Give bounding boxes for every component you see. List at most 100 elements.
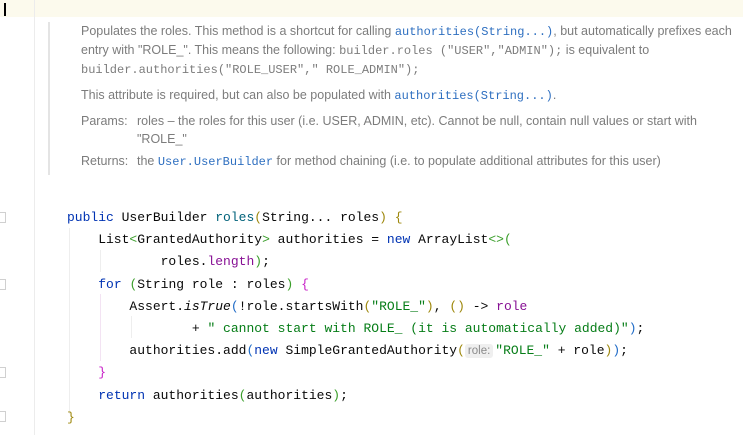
indent-guide [100, 250, 101, 272]
code-token: roles. [67, 254, 208, 270]
code-token [67, 277, 98, 292]
code-token: ( [363, 298, 372, 314]
code-token: ; [262, 254, 270, 270]
code-token: String role : roles [137, 276, 286, 292]
code-token: List [67, 232, 130, 248]
params-text: roles – the roles for this user (i.e. US… [137, 114, 697, 146]
code-token: } [98, 365, 107, 381]
fold-marker-icon[interactable] [0, 367, 6, 378]
code-token: role [496, 298, 528, 314]
gutter-divider [34, 0, 35, 435]
fold-marker-icon[interactable] [0, 411, 6, 422]
code-token: > [262, 232, 270, 248]
text-caret [4, 3, 6, 16]
doc-text: for method chaining (i.e. to populate ad… [273, 154, 661, 168]
code-token [387, 210, 395, 225]
fold-marker-icon[interactable] [0, 212, 6, 223]
code-token: { [301, 276, 309, 292]
javadoc-rendered: Populates the roles. This method is a sh… [48, 22, 743, 175]
code-token: Assert. [67, 298, 185, 314]
code-token: authorities = [269, 232, 387, 248]
code-token: authorities [246, 387, 333, 403]
code-token: ArrayList [418, 232, 489, 248]
code-token: ( [129, 276, 138, 292]
code-line[interactable]: Assert.isTrue(!role.startsWith("ROLE_"),… [67, 296, 644, 318]
code-token: < [129, 232, 138, 248]
code-token: GrantedAuthority [137, 232, 263, 248]
code-token: ) [285, 276, 294, 292]
code-token: public [67, 210, 122, 225]
code-line[interactable]: for (String role : roles) { [67, 274, 644, 296]
doc-text: Populates the roles. This method is a sh… [81, 24, 395, 38]
code-token: "ROLE_" [495, 343, 550, 359]
code-token: " cannot start with ROLE_ (it is automat… [207, 321, 629, 337]
doc-paragraph-1: Populates the roles. This method is a sh… [81, 22, 743, 79]
code-token: length [207, 254, 255, 270]
code-line[interactable]: List<GrantedAuthority> authorities = new… [67, 229, 644, 251]
code-token [67, 388, 98, 403]
code-token: ) [612, 343, 621, 359]
doc-params: Params: roles – the roles for this user … [81, 112, 743, 148]
code-token: !role.startsWith [238, 298, 364, 314]
code-line[interactable]: public UserBuilder roles(String... roles… [67, 207, 644, 229]
code-token: ) [254, 254, 263, 270]
code-token: ; [620, 343, 628, 359]
code-token: ( [230, 298, 239, 314]
params-label: Params: [81, 114, 128, 128]
doc-text: the [137, 154, 158, 168]
doc-code: builder.authorities("ROLE_USER"," ROLE_A… [81, 63, 420, 77]
parameter-hint: role: [464, 344, 494, 359]
code-token: + [67, 321, 208, 337]
code-token: roles [215, 210, 255, 225]
code-token: ( [238, 387, 247, 403]
code-token [67, 365, 98, 380]
doc-paragraph-2: This attribute is required, but can also… [81, 86, 743, 105]
code-token: } [67, 409, 75, 425]
code-token: authorities.add [67, 343, 247, 359]
returns-label: Returns: [81, 154, 129, 168]
code-token: authorities [152, 387, 239, 403]
code-token: String... roles [262, 210, 380, 225]
code-token: "ROLE_" [371, 298, 426, 314]
code-line[interactable]: authorities.add(new SimpleGrantedAuthori… [67, 340, 644, 362]
code-token: () [449, 298, 465, 314]
doc-returns: Returns: the User.UserBuilder for method… [81, 152, 743, 171]
code-line[interactable]: } [67, 407, 644, 429]
code-token: ; [636, 321, 645, 337]
indent-guide [131, 316, 132, 338]
code-token: ) [425, 298, 434, 314]
doc-text: is equivalent to [562, 43, 650, 57]
indent-guide [69, 228, 70, 414]
code-token: ( [457, 343, 465, 359]
code-line[interactable]: + " cannot start with ROLE_ (it is autom… [67, 318, 645, 340]
code-token [293, 277, 301, 292]
current-line-highlight [0, 0, 743, 17]
code-token: { [394, 210, 403, 225]
code-token: isTrue [184, 298, 231, 314]
authorities-link[interactable]: authorities(String...) [394, 89, 553, 103]
code-token: ( [503, 232, 512, 248]
code-line[interactable]: return authorities(authorities); [67, 385, 644, 407]
code-token: ( [246, 343, 255, 359]
code-token: return [98, 387, 153, 403]
code-token: ) [379, 210, 387, 225]
authorities-link[interactable]: authorities(String...) [394, 25, 554, 39]
code-line[interactable]: roles.length); [67, 251, 644, 273]
returns-text: the User.UserBuilder for method chaining… [137, 152, 743, 171]
code-token: ; [340, 387, 348, 403]
code-token: new [254, 343, 286, 359]
fold-marker-icon[interactable] [0, 279, 6, 290]
code-token: ) [332, 387, 341, 403]
code-token: + role [549, 343, 605, 359]
code-token: ( [254, 210, 263, 225]
code-token: ) [604, 343, 613, 359]
code-token: -> [464, 298, 497, 314]
doc-text: . [552, 88, 557, 102]
code-token: UserBuilder [121, 210, 216, 225]
userbuilder-link[interactable]: User.UserBuilder [157, 155, 274, 169]
code-token: ) [628, 321, 637, 337]
code-line[interactable]: } [67, 362, 644, 384]
code-editor[interactable]: public UserBuilder roles(String... roles… [67, 207, 644, 429]
doc-text: , but automatically prefixes each entry … [81, 24, 732, 57]
doc-text: This attribute is required, but can also… [81, 88, 395, 102]
